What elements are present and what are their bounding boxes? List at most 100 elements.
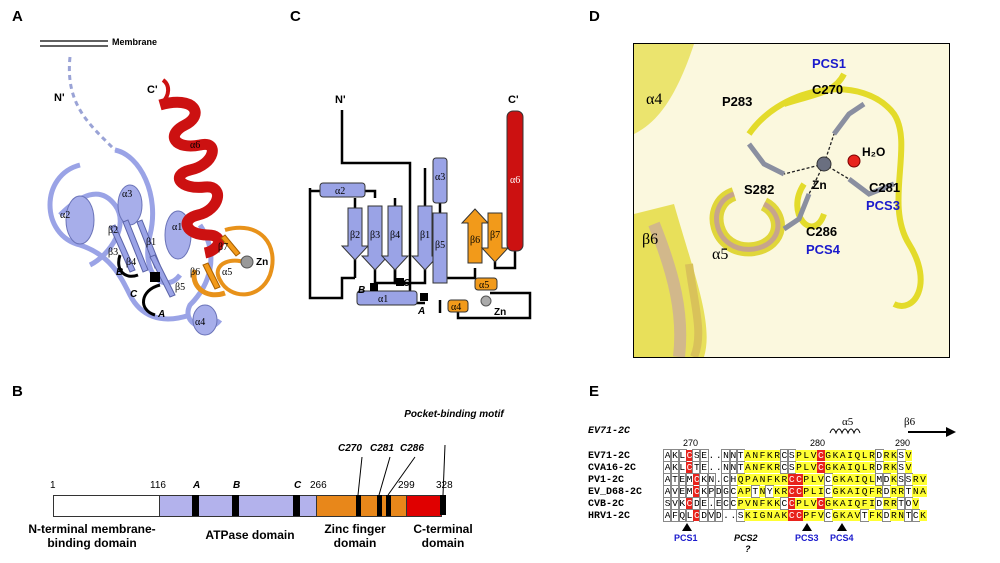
residue: D bbox=[874, 497, 884, 510]
residue: Q bbox=[853, 462, 862, 473]
residue: L bbox=[684, 509, 695, 522]
residue: N bbox=[897, 510, 905, 521]
residue: E bbox=[677, 473, 687, 486]
residue: L bbox=[802, 450, 810, 461]
residue: P bbox=[802, 510, 810, 521]
residue: C bbox=[788, 510, 796, 521]
residue: E bbox=[699, 497, 709, 510]
c-term-label: C' bbox=[147, 84, 158, 96]
residue: F bbox=[861, 498, 869, 509]
residue: I bbox=[868, 498, 876, 509]
pos-266: 266 bbox=[310, 480, 327, 491]
motif-b-mark bbox=[232, 495, 239, 516]
residue: R bbox=[882, 498, 891, 509]
n-term-label: N' bbox=[54, 92, 65, 104]
residue: P bbox=[706, 485, 717, 498]
residue: L bbox=[861, 462, 869, 473]
c281-mark bbox=[377, 495, 382, 516]
motif-a-label: A bbox=[193, 480, 201, 491]
residue: V bbox=[904, 450, 913, 461]
c-a5-label: α5 bbox=[479, 280, 489, 291]
seq-name-3: EV_D68-2C bbox=[588, 487, 643, 498]
residue: K bbox=[890, 450, 898, 461]
residue: K bbox=[766, 450, 774, 461]
residue: K bbox=[831, 450, 840, 461]
residue: D bbox=[714, 509, 724, 522]
panel-label-b: B bbox=[12, 383, 23, 400]
residue: Q bbox=[861, 486, 869, 497]
residue: K bbox=[839, 486, 847, 497]
residue: G bbox=[824, 462, 832, 473]
panel-label-c: C bbox=[290, 8, 301, 25]
d-pcs4-label: PCS4 bbox=[806, 242, 841, 257]
cys-leader-lines bbox=[357, 444, 446, 496]
residue: F bbox=[766, 474, 774, 485]
residue: Q bbox=[736, 474, 745, 485]
residue: A bbox=[773, 510, 781, 521]
motif-c-label: C bbox=[294, 480, 302, 491]
pcs-markers bbox=[682, 523, 847, 531]
residue: F bbox=[868, 510, 876, 521]
pos-328: 328 bbox=[436, 480, 453, 491]
residue: G bbox=[824, 498, 832, 509]
residue: K bbox=[699, 485, 709, 498]
pcs3-label: PCS3 bbox=[795, 533, 819, 543]
residue: K bbox=[831, 462, 840, 473]
residue: K bbox=[766, 462, 774, 473]
residue: P bbox=[795, 462, 803, 473]
residue: C bbox=[788, 474, 796, 485]
b1-label: β1 bbox=[146, 237, 156, 248]
residue: C bbox=[693, 510, 701, 521]
residue: A bbox=[662, 485, 673, 498]
d-zn-label: Zn bbox=[812, 178, 827, 192]
residue: F bbox=[758, 498, 767, 509]
panel-label-e: E bbox=[589, 383, 600, 400]
residue: C bbox=[685, 498, 694, 509]
residue: L bbox=[809, 486, 818, 497]
residue: R bbox=[912, 474, 920, 485]
d-pcs1-label: PCS1 bbox=[812, 56, 846, 71]
residue: P bbox=[802, 486, 810, 497]
residue: C bbox=[685, 450, 694, 461]
residue: A bbox=[839, 498, 847, 509]
residue: V bbox=[809, 462, 818, 473]
membrane-label: Membrane bbox=[112, 37, 157, 47]
tick-280: 280 bbox=[810, 438, 826, 448]
residue: G bbox=[831, 474, 840, 485]
residue: . bbox=[730, 510, 737, 521]
residue: K bbox=[831, 498, 840, 509]
residue: K bbox=[875, 510, 883, 521]
panel-d-zoom: α4 PCS1 C270 P283 H₂O Zn S282 C281 PCS3 … bbox=[633, 43, 950, 358]
residue: I bbox=[853, 486, 862, 497]
residue: V bbox=[919, 474, 927, 485]
residue: G bbox=[721, 485, 731, 498]
residue: V bbox=[809, 498, 818, 509]
residue: V bbox=[853, 510, 862, 521]
residue: M bbox=[684, 485, 695, 498]
tick-290: 290 bbox=[895, 438, 911, 448]
residue: C bbox=[823, 509, 833, 522]
c-a6-label: α6 bbox=[510, 175, 520, 186]
zinc-domain-label: Zinc finger domain bbox=[324, 522, 386, 550]
residue: D bbox=[881, 473, 892, 486]
residue: C bbox=[795, 510, 803, 521]
domain-cterm-bar bbox=[406, 495, 442, 517]
residue: R bbox=[890, 510, 898, 521]
residue: N bbox=[758, 474, 767, 485]
c-a4-label: α4 bbox=[451, 302, 461, 313]
residue: I bbox=[817, 486, 825, 497]
residue: F bbox=[868, 486, 876, 497]
seq-name-5: HRV1-2C bbox=[588, 511, 631, 522]
d-p283-label: P283 bbox=[722, 94, 752, 109]
residue: T bbox=[896, 497, 906, 510]
motif-c-mark bbox=[293, 495, 300, 516]
residue: N bbox=[751, 462, 759, 473]
residue: R bbox=[780, 486, 789, 497]
residue: F bbox=[758, 450, 767, 461]
residue: C bbox=[795, 474, 803, 485]
residue: N bbox=[912, 486, 920, 497]
residue: N bbox=[721, 449, 731, 462]
residue: C bbox=[823, 485, 833, 498]
b2-label: β2 bbox=[108, 225, 118, 236]
residue: L bbox=[861, 450, 869, 461]
